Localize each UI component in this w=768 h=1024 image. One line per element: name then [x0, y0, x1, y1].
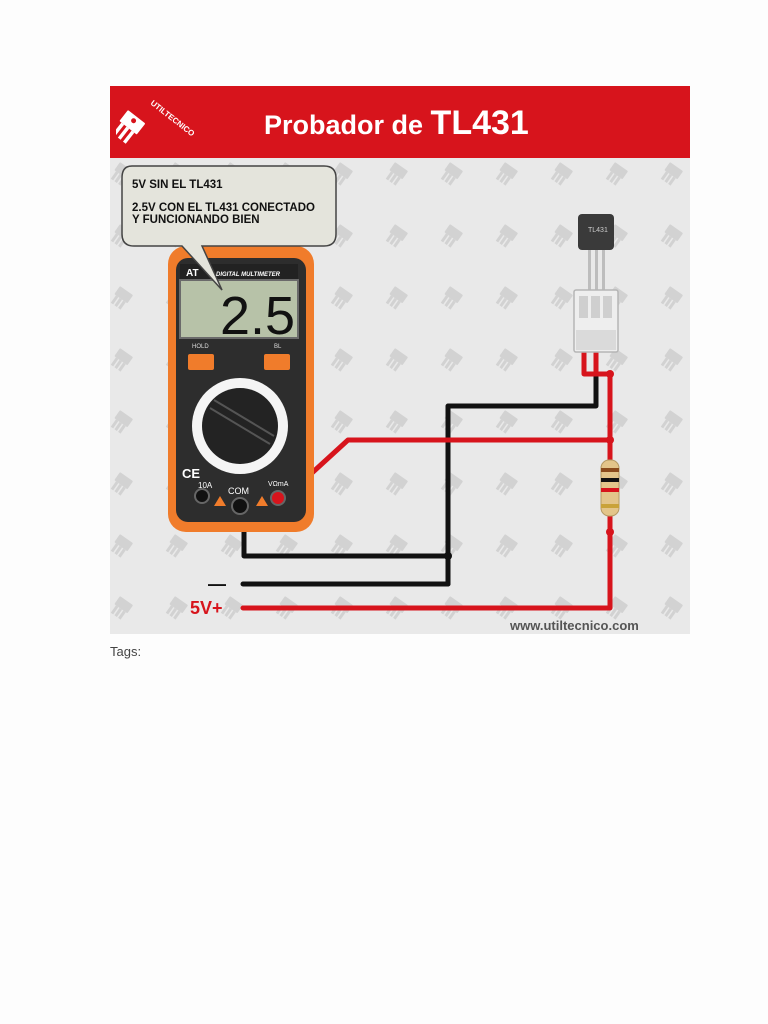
hold-button [188, 354, 214, 370]
bl-label: BL [274, 344, 282, 350]
labels-overlay: AT DIGITAL MULTIMETER 2.5 HOLD BL CE 10A… [182, 227, 639, 633]
bubble-line-1: 5V SIN EL TL431 [132, 179, 223, 191]
red-junction-top [606, 370, 614, 378]
tl431-label: TL431 [588, 227, 608, 234]
hold-label: HOLD [192, 344, 209, 350]
digital-multimeter [168, 246, 314, 532]
tags-label: Tags: [110, 644, 142, 659]
multimeter-model-label: DIGITAL MULTIMETER [216, 272, 281, 278]
jack-10a [194, 488, 210, 504]
com-label: COM [228, 486, 249, 496]
jack-com [231, 497, 249, 515]
amp-label: 10A [198, 481, 213, 490]
title-part-number: TL431 [430, 104, 529, 142]
backlight-button [264, 354, 290, 370]
tl431-tester-figure: UTILTECNICO Probador de TL431 5V SIN EL … [110, 86, 690, 634]
ce-label: CE [182, 466, 200, 481]
title-banner: UTILTECNICO Probador de TL431 [110, 86, 690, 158]
multimeter-brand: AT [186, 268, 199, 279]
speech-bubble [121, 165, 337, 291]
utiltecnico-logo: UTILTECNICO [116, 98, 196, 144]
lcd-screen [179, 279, 299, 339]
title-prefix: Probador de [264, 110, 424, 140]
vohm-label: VΩmA [268, 481, 289, 488]
lcd-reading: 2.5 [220, 286, 295, 346]
jack-vohm [270, 490, 286, 506]
black-wire-tl431 [445, 373, 599, 587]
circuit-diagram [110, 158, 690, 634]
resistor [600, 440, 620, 532]
bubble-line-2: 2.5V CON EL TL431 CONECTADO [132, 202, 315, 214]
tl431-component [573, 214, 619, 353]
page-title: Probador de TL431 [264, 104, 529, 143]
positive-5v-label: 5V+ [190, 598, 223, 618]
bubble-line-3: Y FUNCIONANDO BIEN [132, 214, 260, 226]
red-wire-resistor-bottom [240, 503, 613, 611]
black-junction [444, 552, 452, 560]
website-url: www.utiltecnico.com [509, 618, 639, 633]
negative-label: — [208, 574, 226, 594]
